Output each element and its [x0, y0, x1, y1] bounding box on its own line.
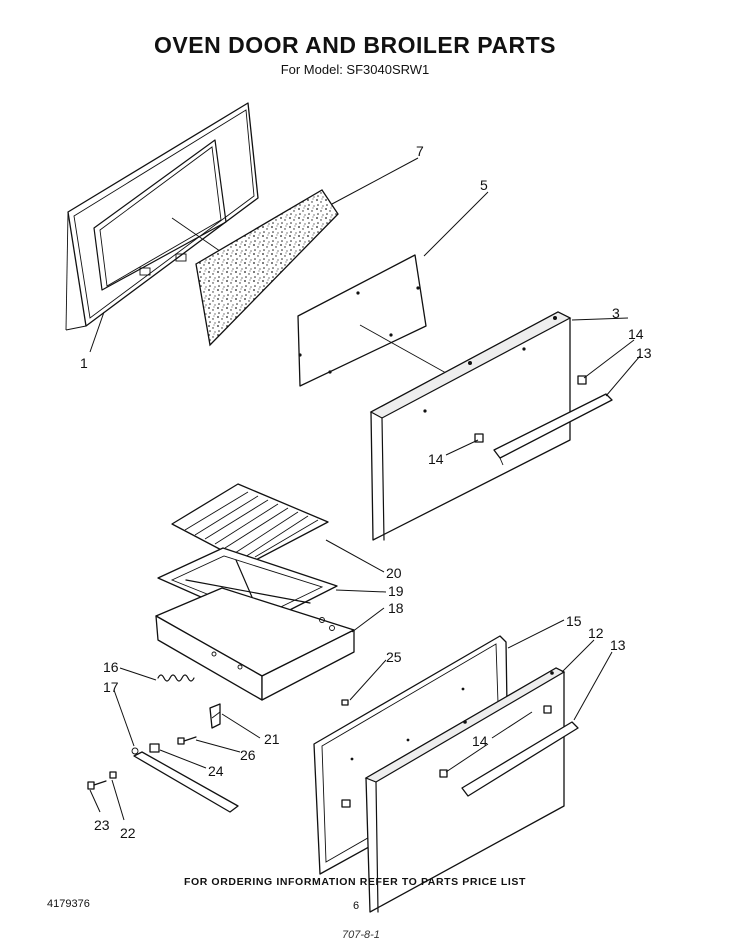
callout-16: 16: [103, 659, 119, 675]
callout-7: 7: [416, 143, 424, 159]
callout-23: 23: [94, 817, 110, 833]
callout-15: 15: [566, 613, 582, 629]
callout-5: 5: [480, 177, 488, 193]
part-17-slide-rail: [131, 747, 239, 813]
part-3-outer-oven-door: [369, 311, 613, 541]
part-18-broiler-pan: [155, 587, 355, 701]
callout-14-lower: 14: [472, 733, 488, 749]
document-number: 4179376: [47, 898, 90, 910]
callout-18: 18: [388, 600, 404, 616]
part-25-clip: [341, 699, 349, 706]
callout-14-upper: 14: [628, 326, 644, 342]
part-21-bracket: [209, 703, 221, 729]
page-title: OVEN DOOR AND BROILER PARTS: [154, 32, 556, 58]
callout-14-middle: 14: [428, 451, 444, 467]
part-20-broiler-grid: [171, 483, 329, 565]
callout-labels: 1 3 5 7 12 13 13 14 14 14 15 16 17 18 19…: [80, 143, 652, 841]
callout-13-upper: 13: [636, 345, 652, 361]
leader-lines: [89, 157, 641, 821]
part-22-washer: [109, 771, 117, 779]
part-5-door-liner: [297, 254, 456, 387]
handwritten-mark: 707-8-1: [342, 929, 380, 941]
ordering-info-note: FOR ORDERING INFORMATION REFER TO PARTS …: [183, 876, 527, 888]
part-26-screw: [177, 736, 197, 745]
callout-19: 19: [388, 583, 404, 599]
callout-24: 24: [208, 763, 224, 779]
callout-20: 20: [386, 565, 402, 581]
callout-1: 1: [80, 355, 88, 371]
part-7-insulation: [195, 189, 339, 347]
part-24-nut: [149, 743, 160, 753]
part-1-inner-door-frame: [65, 102, 259, 331]
callout-21: 21: [264, 731, 280, 747]
callout-25: 25: [386, 649, 402, 665]
callout-3: 3: [612, 305, 620, 321]
model-subtitle: For Model: SF3040SRW1: [280, 62, 430, 77]
part-16-spring: [157, 674, 195, 682]
part-23-screw: [87, 780, 107, 790]
callout-17: 17: [103, 679, 119, 695]
callout-12: 12: [588, 625, 604, 641]
callout-26: 26: [240, 747, 256, 763]
callout-13-lower: 13: [610, 637, 626, 653]
part-12-broiler-outer-door: [364, 667, 579, 913]
callout-22: 22: [120, 825, 136, 841]
page-number: 6: [353, 900, 360, 912]
